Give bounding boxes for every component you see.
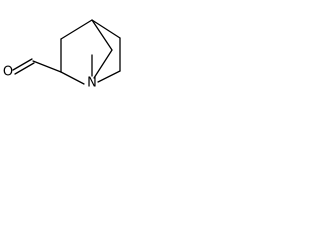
- bond-carbonyl-double-1: [12, 58, 33, 71]
- bond-aldehyde-c-to-c2: [32, 60, 62, 73]
- bond-c3-c4: [60, 19, 93, 40]
- bond-right-to-c4: [91, 19, 121, 39]
- quinuclidine-carbaldehyde-structure: O N: [3, 19, 121, 91]
- bond-carbonyl-double-2: [14, 62, 35, 75]
- bond-back-bridge-to-c4: [91, 19, 113, 51]
- nitrogen-atom-label: N: [87, 76, 97, 91]
- bond-c2-n: [60, 71, 85, 85]
- bond-n-bridge-right: [97, 70, 121, 83]
- oxygen-atom-label: O: [3, 65, 13, 80]
- bond-n-bridge-back: [93, 49, 113, 79]
